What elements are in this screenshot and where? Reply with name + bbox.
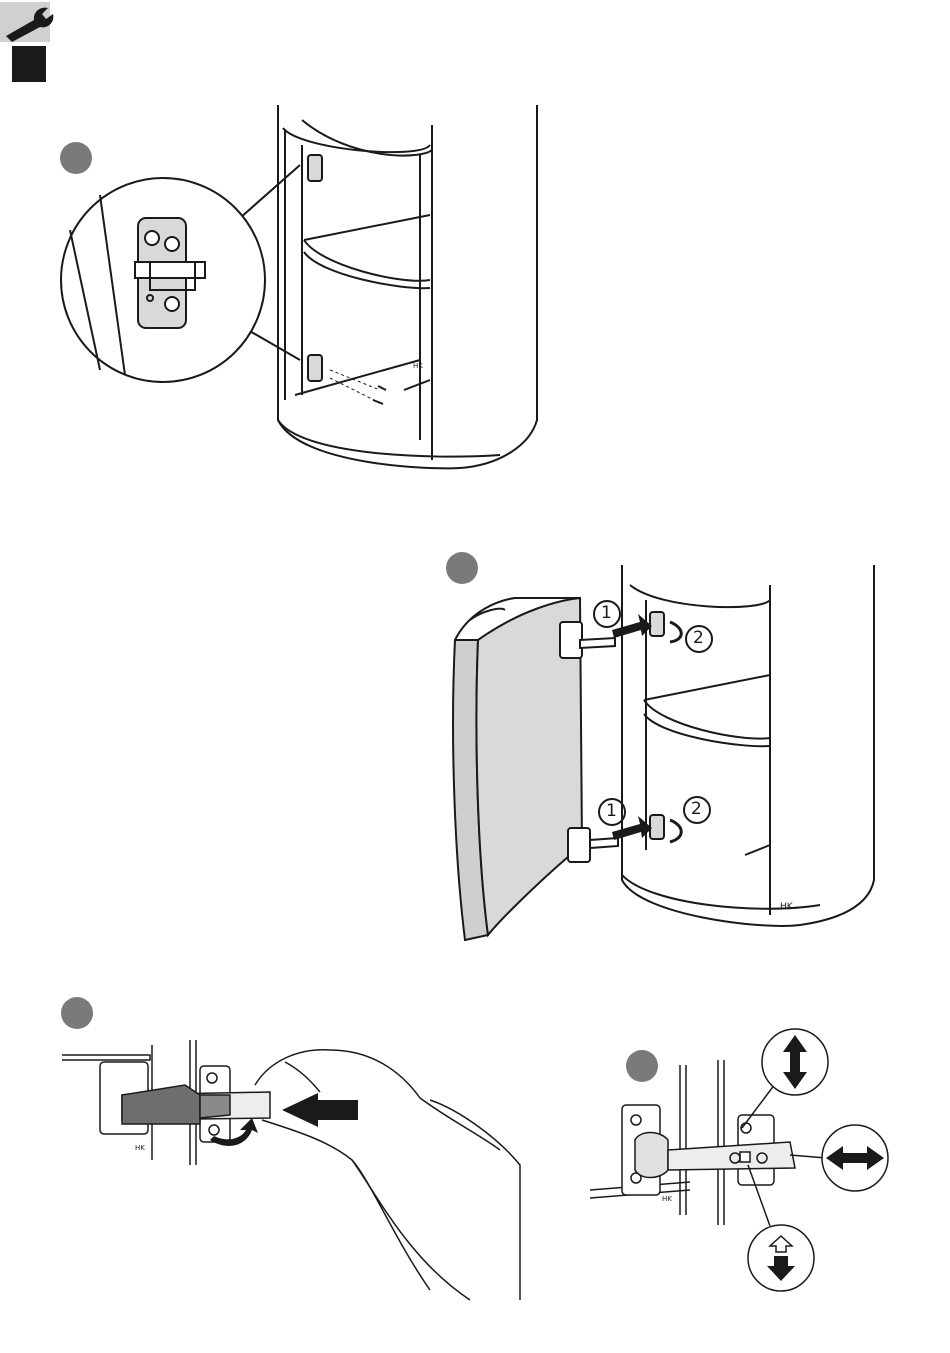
mark-hk-4: HK xyxy=(662,1195,672,1203)
